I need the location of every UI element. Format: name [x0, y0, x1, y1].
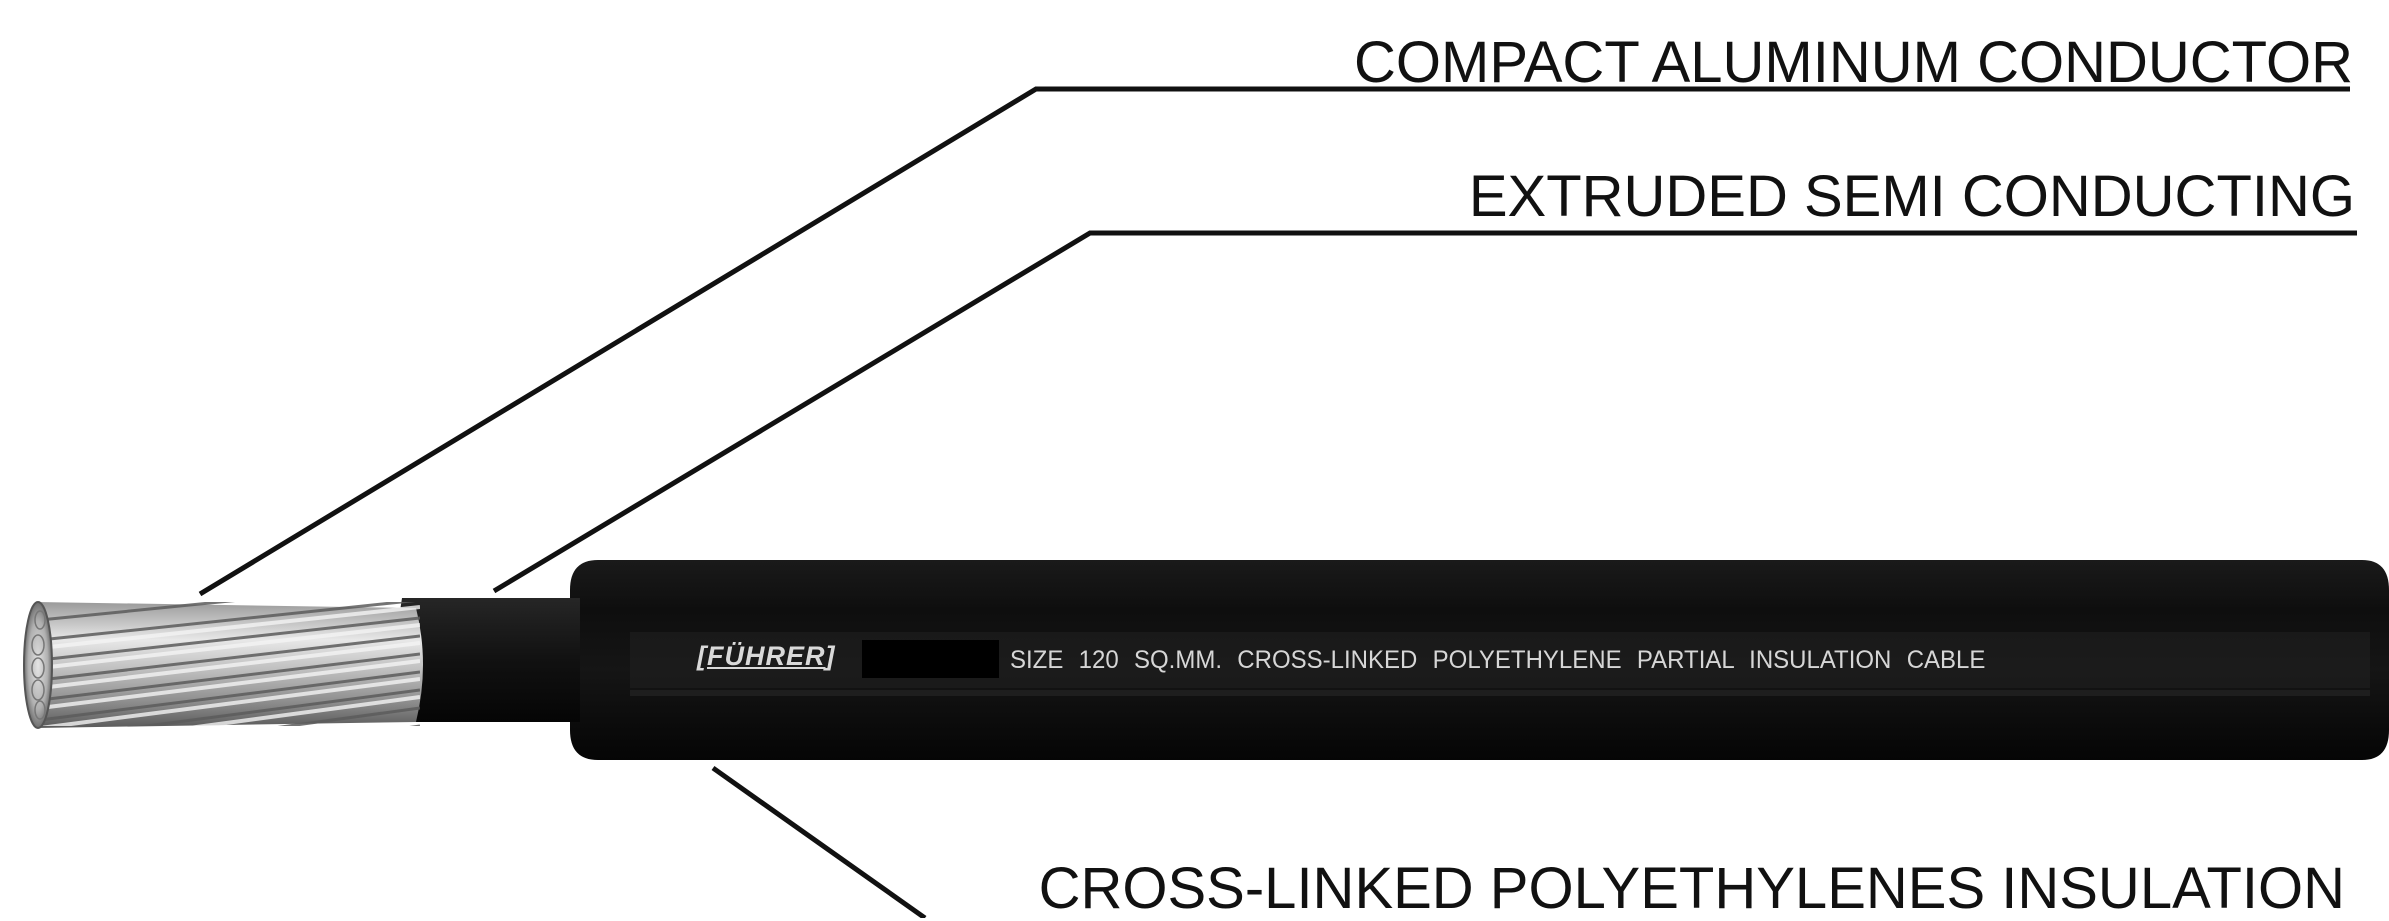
- label-compact-aluminum-conductor: COMPACT ALUMINUM CONDUCTOR: [1354, 30, 2353, 95]
- leader-line-insulation: [711, 765, 927, 918]
- conductor-end-face: [23, 601, 53, 729]
- brand-mark: [FÜHRER]: [697, 641, 836, 671]
- cable-print-text: SIZE 120 SQ.MM. CROSS-LINKED POLYETHYLEN…: [1010, 646, 1986, 674]
- semi-conducting-layer: [397, 598, 580, 722]
- redaction-block: [862, 640, 999, 678]
- brand-name: FÜHRER: [707, 641, 826, 671]
- leader-line-semi-conducting: [492, 230, 2357, 594]
- label-cross-linked-insulation: CROSS-LINKED POLYETHYLENES INSULATION: [1038, 856, 2345, 921]
- aluminum-conductor: [23, 601, 423, 729]
- label-extruded-semi-conducting: EXTRUDED SEMI CONDUCTING: [1468, 164, 2355, 229]
